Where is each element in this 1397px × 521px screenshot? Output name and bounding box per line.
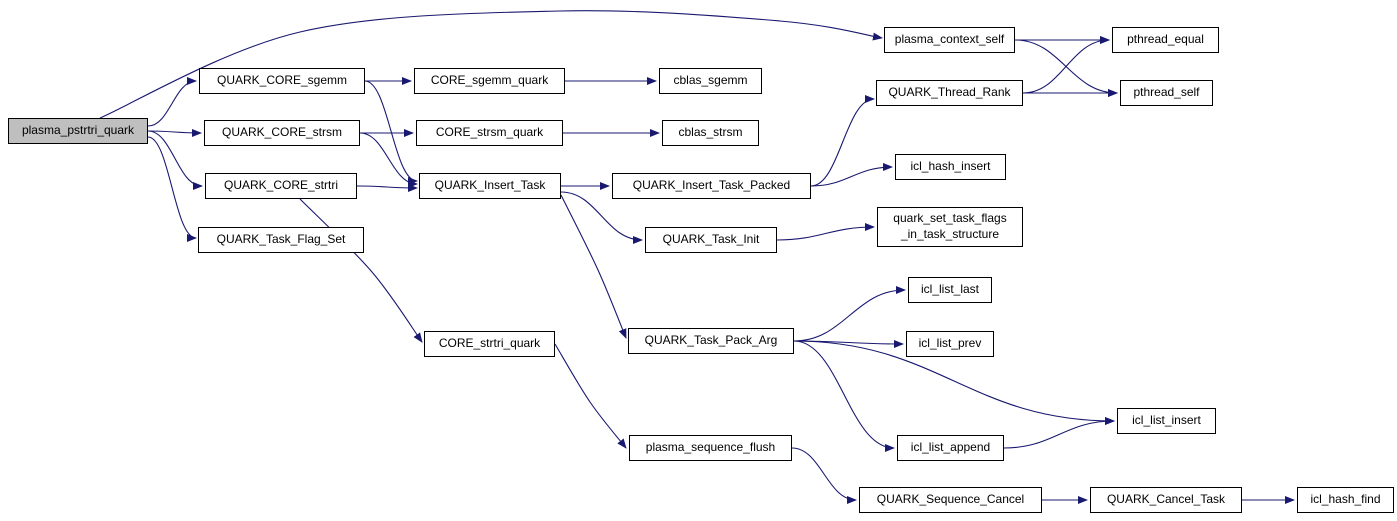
edge-pstrtri-core_strsm bbox=[147, 128, 202, 137]
graph-node-task_flag_set[interactable]: QUARK_Task_Flag_Set bbox=[198, 227, 364, 253]
graph-node-insert_task[interactable]: QUARK_Insert_Task bbox=[419, 173, 561, 199]
edge-insert_task-task_init bbox=[560, 191, 643, 244]
graph-node-pstrtri: plasma_pstrtri_quark bbox=[8, 118, 148, 144]
graph-node-list_append[interactable]: icl_list_append bbox=[897, 435, 1004, 461]
edge-strtri_quark-seq_flush bbox=[554, 343, 627, 449]
edge-insert_task_packed-thread_rank bbox=[810, 95, 875, 187]
graph-node-core_strsm[interactable]: QUARK_CORE_strsm bbox=[204, 120, 360, 146]
graph-node-list_insert[interactable]: icl_list_insert bbox=[1117, 408, 1216, 434]
graph-node-strtri_quark[interactable]: CORE_strtri_quark bbox=[424, 331, 555, 357]
graph-node-task_pack_arg[interactable]: QUARK_Task_Pack_Arg bbox=[628, 328, 794, 354]
graph-node-pthread_equal[interactable]: pthread_equal bbox=[1112, 27, 1219, 53]
edge-list_append-list_insert bbox=[1003, 417, 1115, 449]
edge-thread_rank-pthread_equal bbox=[1022, 36, 1110, 94]
graph-node-hash_insert[interactable]: icl_hash_insert bbox=[895, 154, 1006, 180]
edge-insert_task_packed-hash_insert bbox=[810, 163, 893, 187]
graph-node-task_init[interactable]: QUARK_Task_Init bbox=[645, 227, 777, 253]
edge-core_strtri-insert_task bbox=[356, 183, 418, 192]
graph-node-core_sgemm[interactable]: QUARK_CORE_sgemm bbox=[199, 68, 365, 94]
edge-task_pack_arg-list_append bbox=[793, 340, 895, 452]
graph-node-core_strtri[interactable]: QUARK_CORE_strtri bbox=[205, 173, 357, 199]
edge-pstrtri-context_self bbox=[99, 10, 883, 119]
edge-core_strtri-strtri_quark bbox=[299, 198, 423, 343]
graph-node-pthread_self[interactable]: pthread_self bbox=[1120, 80, 1213, 106]
graph-node-cancel_task[interactable]: QUARK_Cancel_Task bbox=[1090, 487, 1242, 513]
graph-node-list_prev[interactable]: icl_list_prev bbox=[906, 331, 994, 357]
graph-node-seq_flush[interactable]: plasma_sequence_flush bbox=[629, 435, 792, 461]
graph-node-thread_rank[interactable]: QUARK_Thread_Rank bbox=[876, 80, 1023, 106]
edge-pstrtri-task_flag_set bbox=[147, 136, 197, 242]
graph-node-strsm_quark[interactable]: CORE_strsm_quark bbox=[416, 120, 563, 146]
graph-node-set_task_flags[interactable]: quark_set_task_flags _in_task_structure bbox=[877, 207, 1023, 247]
edge-insert_task-task_pack_arg bbox=[560, 194, 627, 339]
edge-pstrtri-core_sgemm bbox=[147, 77, 197, 127]
graph-node-list_last[interactable]: icl_list_last bbox=[908, 277, 992, 303]
graph-node-cblas_sgemm[interactable]: cblas_sgemm bbox=[659, 68, 762, 94]
graph-node-sgemm_quark[interactable]: CORE_sgemm_quark bbox=[414, 68, 565, 94]
edge-core_strsm-insert_task bbox=[359, 132, 418, 188]
edge-seq_flush-seq_cancel bbox=[791, 447, 857, 504]
graph-node-context_self[interactable]: plasma_context_self bbox=[884, 27, 1015, 53]
edge-task_init-set_task_flags bbox=[776, 223, 875, 241]
graph-node-seq_cancel[interactable]: QUARK_Sequence_Cancel bbox=[859, 487, 1042, 513]
edge-core_sgemm-insert_task bbox=[364, 80, 418, 185]
graph-node-insert_task_packed[interactable]: QUARK_Insert_Task_Packed bbox=[612, 173, 811, 199]
edge-pstrtri-core_strtri bbox=[147, 130, 203, 190]
edge-task_pack_arg-list_insert bbox=[793, 340, 1115, 425]
graph-node-cblas_strsm[interactable]: cblas_strsm bbox=[662, 120, 759, 146]
graph-node-hash_find[interactable]: icl_hash_find bbox=[1297, 487, 1394, 513]
edge-task_pack_arg-list_last bbox=[793, 286, 906, 342]
